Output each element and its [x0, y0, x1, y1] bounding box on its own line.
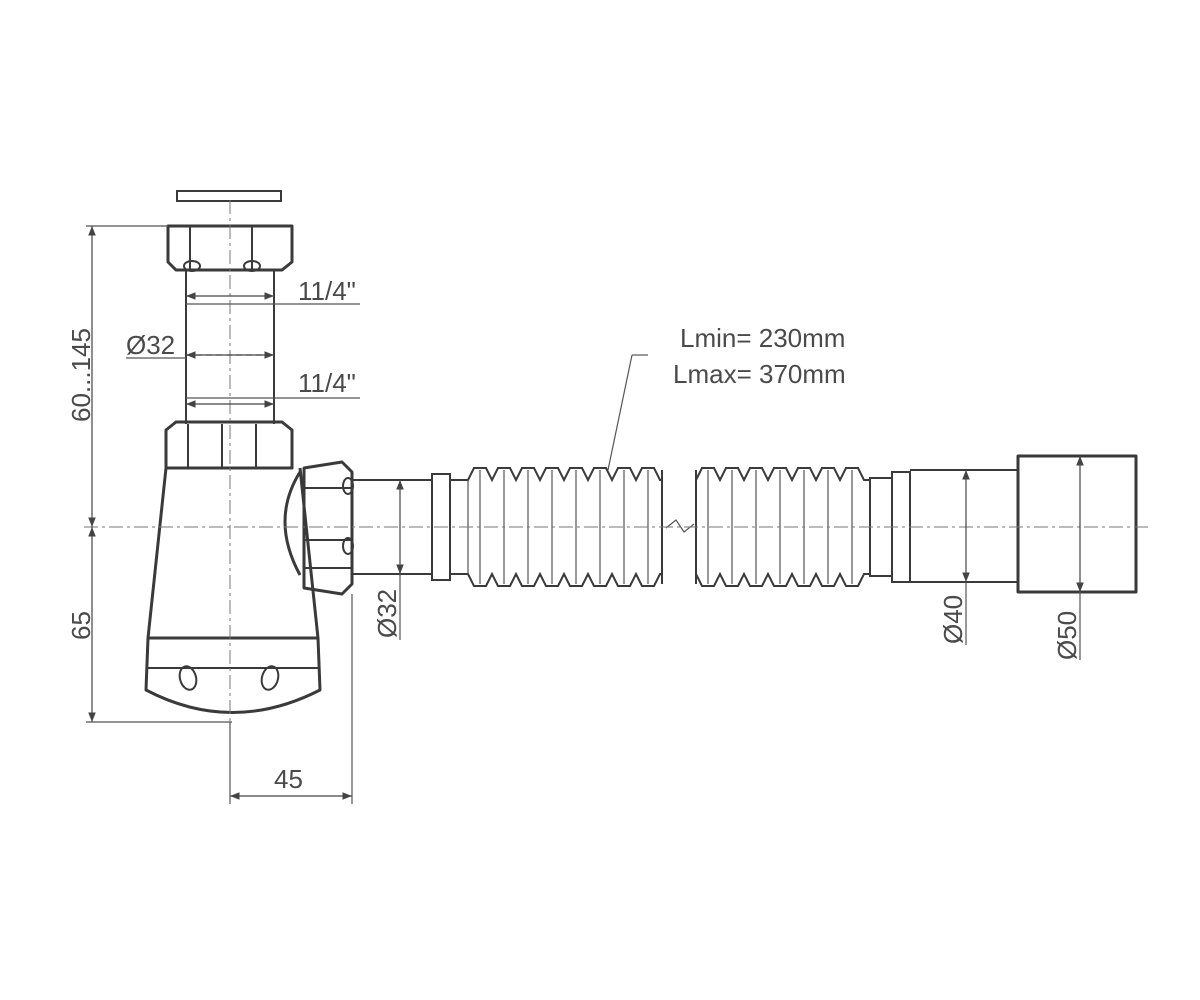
lower-height-label: 65: [66, 611, 96, 640]
thread-bottom-label: 11/4": [298, 368, 356, 398]
outlet-coupling-nut: [302, 460, 354, 596]
corrugated-hose-left: [450, 467, 663, 587]
inlet-diameter-label: Ø32: [126, 330, 175, 360]
width-offset-label: 45: [274, 764, 303, 794]
dimension-lines: [86, 225, 1084, 804]
centerlines: [84, 200, 1150, 790]
outlet-pipe-diameter-label: Ø40: [938, 595, 968, 644]
hose-length-max-label: Lmax= 370mm: [673, 359, 846, 389]
thread-top-label: 11/4": [298, 276, 356, 306]
outlet-nut-diameter-label: Ø32: [372, 589, 402, 638]
outlet-end: [910, 454, 1138, 594]
break-mark: [665, 519, 695, 533]
height-adjust-label: 60...145: [66, 328, 96, 422]
trap-body: [144, 420, 322, 714]
top-washer: [176, 190, 282, 202]
outlet-pipe: [352, 473, 451, 581]
top-coupling-nut: [166, 224, 294, 272]
hose-length-min-label: Lmin= 230mm: [680, 323, 845, 353]
outlet-cuff-diameter-label: Ø50: [1052, 611, 1082, 660]
